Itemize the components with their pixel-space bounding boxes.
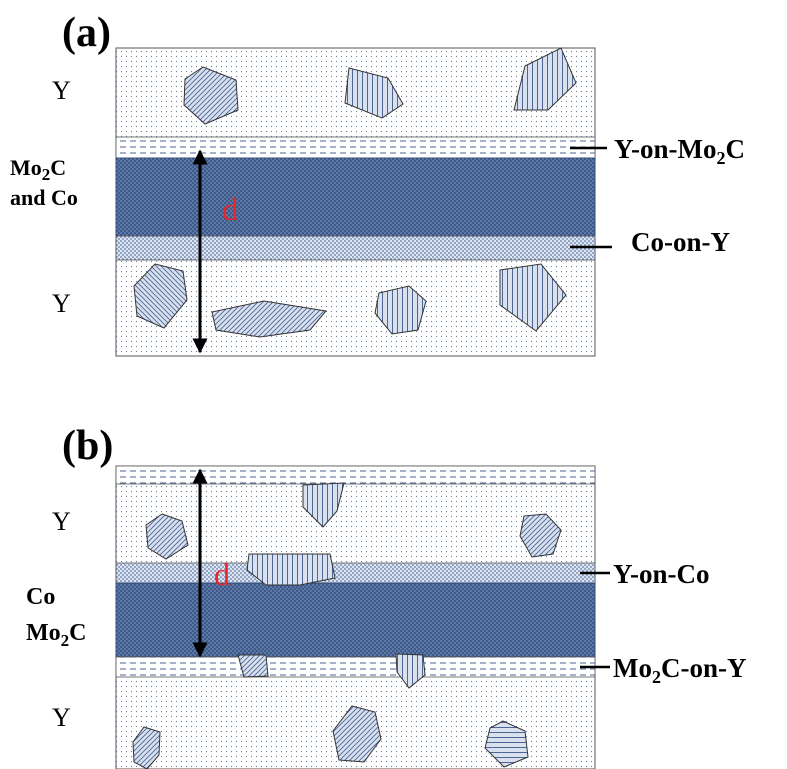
panel-a-mid-label-line2: and Co [10, 185, 78, 210]
panel-a: (a) d Y Y Mo2C and Co Y-on-Mo2C Co-on-Y [10, 10, 745, 357]
grain [246, 553, 336, 586]
grain [237, 654, 269, 678]
panel-b-y-bottom-label: Y [52, 703, 71, 732]
panel-b-callout-bottom: Mo2C-on-Y [613, 653, 746, 687]
grain [183, 66, 239, 125]
panel-a-y-top-label: Y [52, 76, 71, 105]
panel-b-mid-label-line1: Co [26, 584, 55, 610]
panel-a-callout-bottom: Co-on-Y [631, 227, 730, 257]
panel-a-d-label: d [222, 191, 238, 227]
panel-b: (b) d Y Y Co Mo2C Y-on-Co Mo2C-on-Y [26, 423, 746, 769]
panel-a-label: (a) [62, 10, 111, 56]
grain [145, 513, 189, 560]
panel-b-label: (b) [62, 423, 113, 469]
grain [211, 300, 327, 338]
panel-a-co-on-y-layer [115, 235, 596, 261]
panel-b-top-interlayer [115, 465, 596, 485]
panel-a-mo2c-co-layer [115, 157, 596, 237]
grain [332, 705, 382, 763]
panel-a-mid-label-line1: Mo2C [10, 155, 66, 184]
panel-b-co-mo2c-layer [115, 582, 596, 658]
grain [344, 67, 404, 119]
grain [513, 47, 577, 111]
panel-b-y-top-label: Y [52, 507, 71, 536]
panel-b-y-on-co-layer [115, 562, 596, 584]
panel-b-d-label: d [214, 556, 230, 592]
grain [519, 513, 562, 558]
panel-a-y-bottom-label: Y [52, 289, 71, 318]
grain [374, 285, 427, 335]
grain [499, 263, 567, 332]
panel-a-y-on-mo2c-layer [115, 136, 596, 159]
grain [133, 263, 188, 329]
grain [484, 720, 529, 768]
grain [302, 482, 345, 528]
panel-a-callout-top: Y-on-Mo2C [614, 134, 745, 168]
grain [132, 726, 161, 769]
grain [395, 653, 426, 689]
panel-b-mo2c-on-y-layer [115, 656, 596, 678]
panel-b-callout-top: Y-on-Co [613, 559, 710, 589]
panel-b-mid-label-line2: Mo2C [26, 620, 87, 650]
